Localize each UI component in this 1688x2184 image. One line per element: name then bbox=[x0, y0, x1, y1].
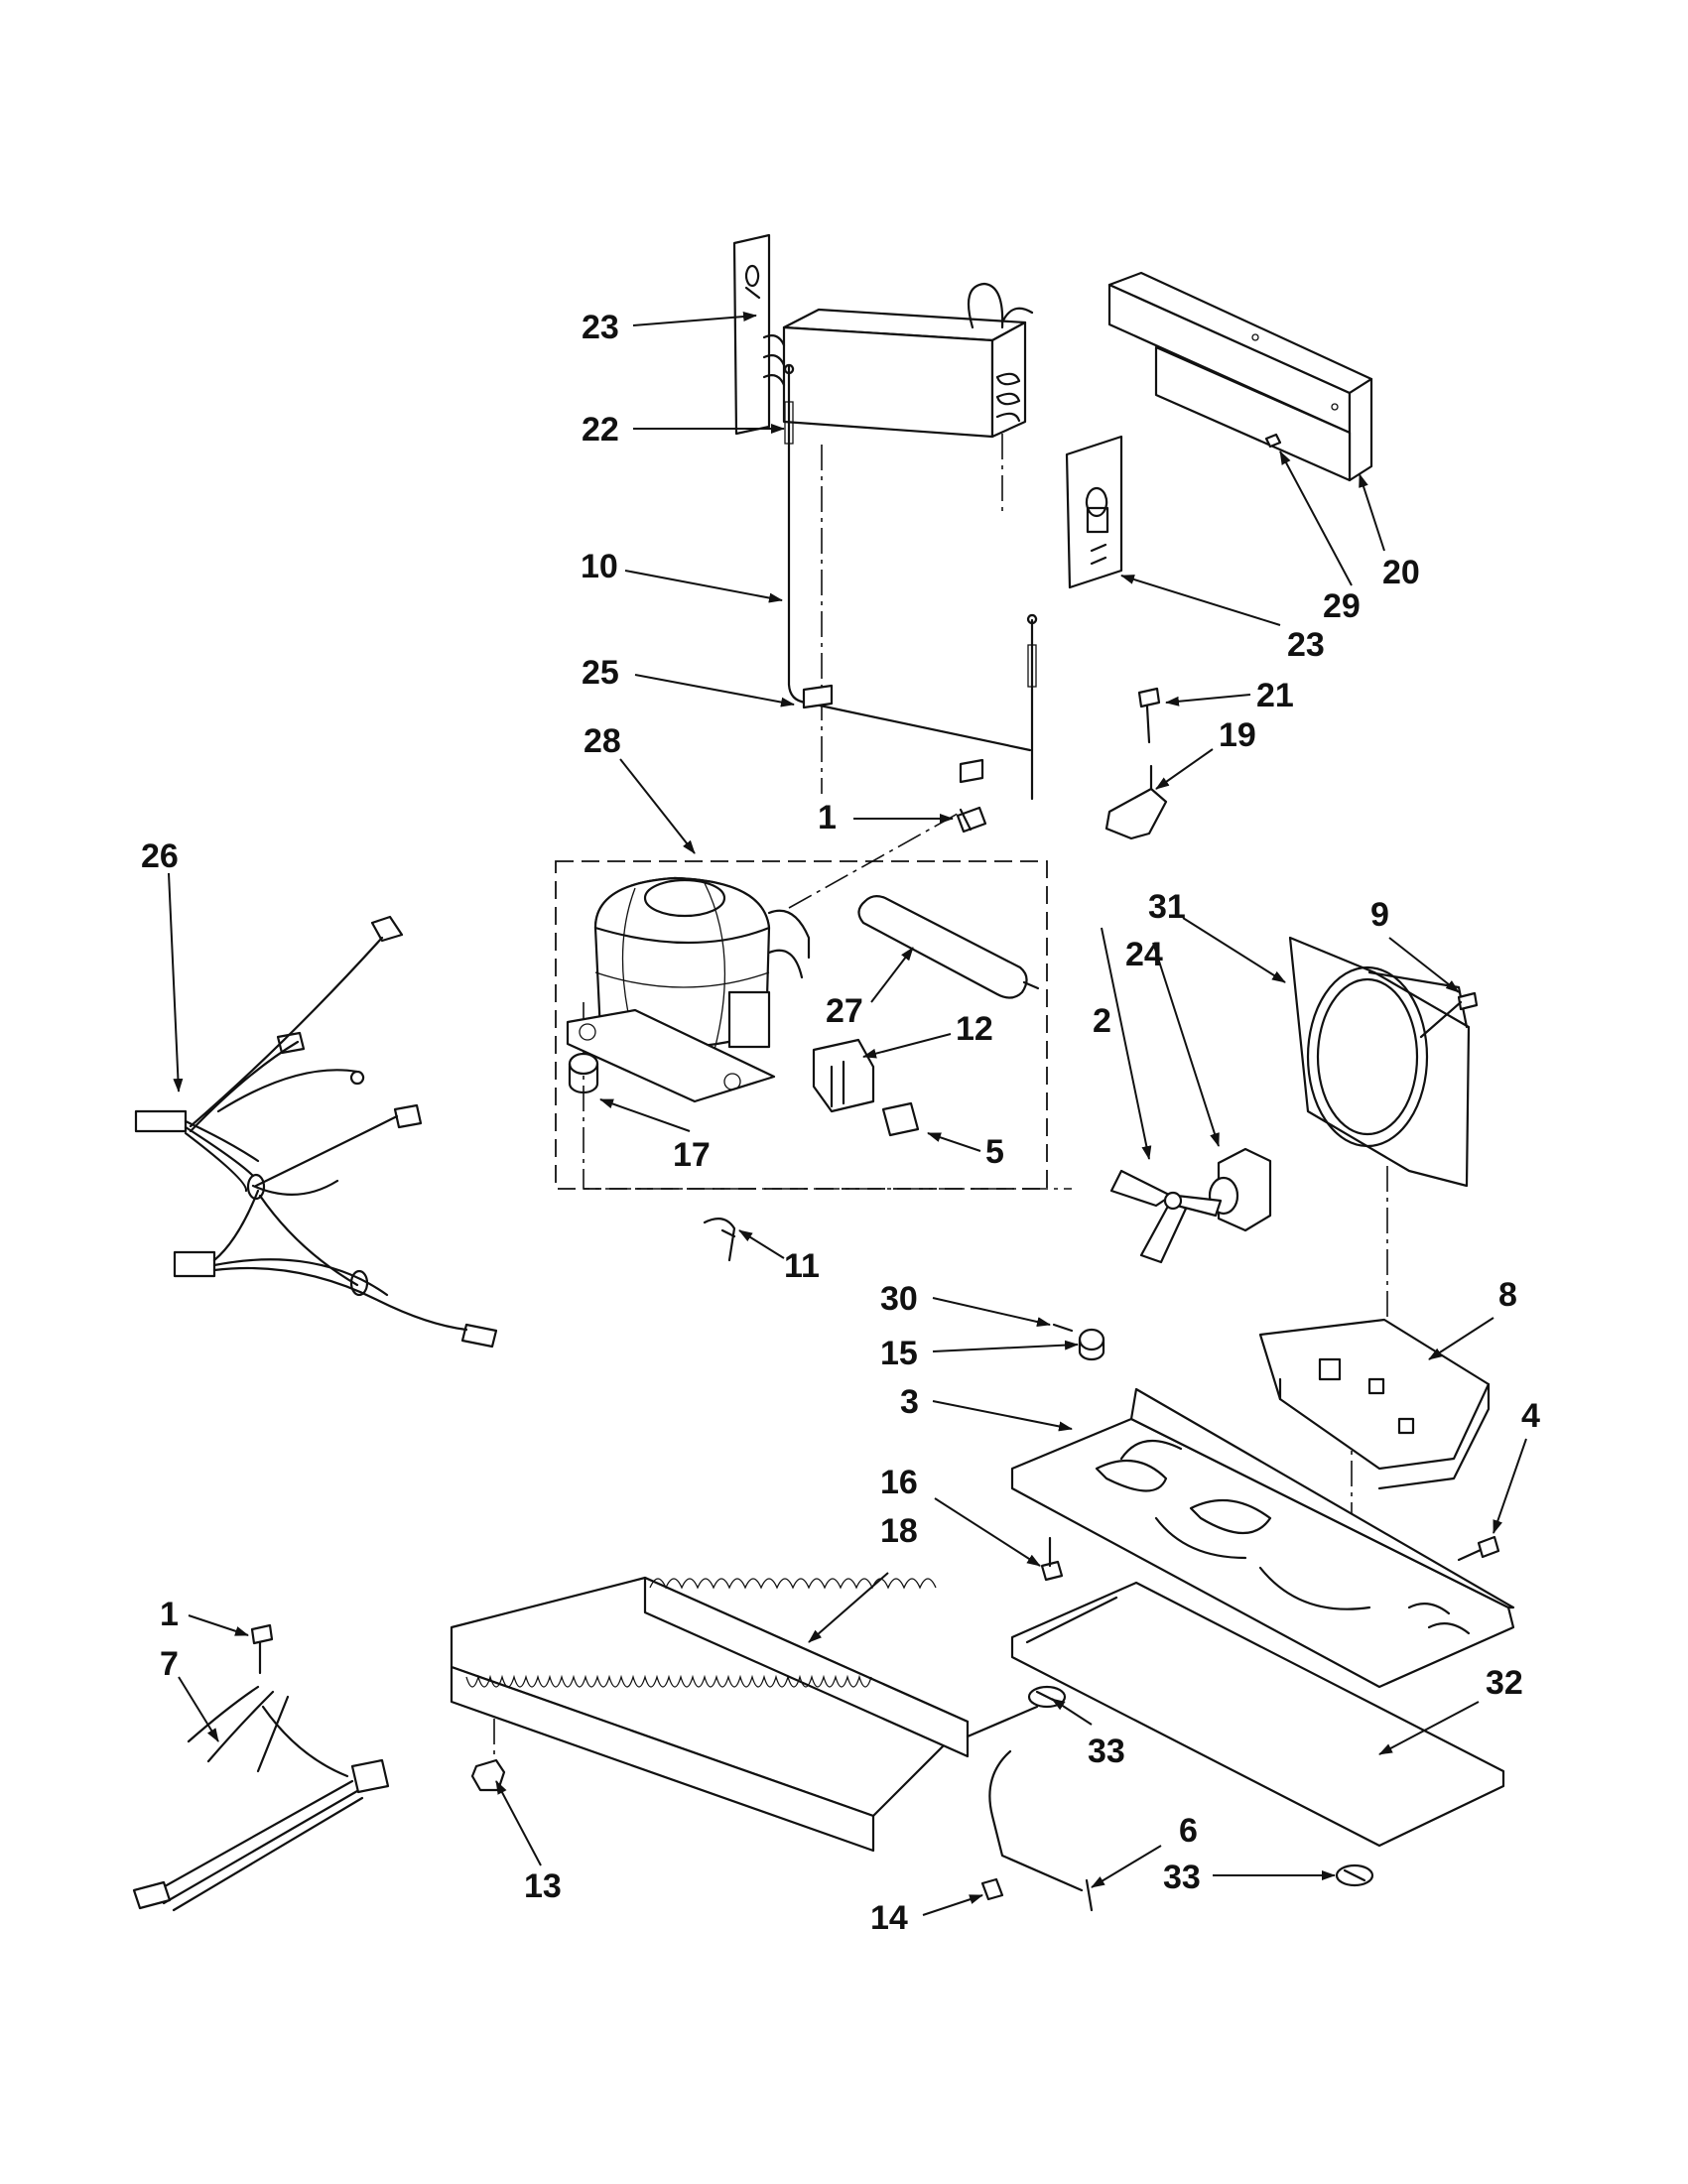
callout-28: 28 bbox=[584, 722, 621, 760]
part-21-screw bbox=[1137, 687, 1161, 744]
callout-4: 4 bbox=[1521, 1397, 1540, 1435]
part-31-fan-shroud bbox=[1288, 936, 1471, 1188]
part-4-screw bbox=[1457, 1535, 1500, 1562]
callout-29: 29 bbox=[1323, 587, 1361, 625]
part-20-evaporator-cover bbox=[1107, 271, 1373, 482]
callout-20: 20 bbox=[1382, 554, 1420, 591]
callout-33-lower: 33 bbox=[1163, 1859, 1201, 1896]
part-8-bracket-tray bbox=[1258, 1318, 1491, 1490]
part-11-clip bbox=[703, 1218, 736, 1262]
callout-23-left: 23 bbox=[582, 309, 619, 346]
part-15-grommet bbox=[1078, 1328, 1105, 1361]
part-22-evaporator bbox=[762, 282, 1034, 439]
part-28-compressor-assembly-box bbox=[555, 860, 1048, 1190]
part-17-grommet bbox=[568, 1052, 599, 1094]
callout-27: 27 bbox=[826, 992, 863, 1030]
callout-22: 22 bbox=[582, 411, 619, 449]
callout-30: 30 bbox=[880, 1280, 918, 1318]
callout-31: 31 bbox=[1148, 888, 1186, 926]
callout-23-right: 23 bbox=[1287, 626, 1325, 664]
part-29-screw bbox=[1264, 433, 1282, 449]
callout-33-upper: 33 bbox=[1088, 1733, 1125, 1770]
callout-8: 8 bbox=[1498, 1276, 1517, 1314]
callout-24: 24 bbox=[1125, 936, 1163, 973]
callout-17: 17 bbox=[673, 1136, 711, 1174]
part-28-compressor bbox=[566, 876, 811, 1103]
part-2-fan-blade bbox=[1109, 1169, 1223, 1264]
part-12-start-relay bbox=[812, 1038, 875, 1113]
part-1-screw-top bbox=[956, 806, 987, 834]
callout-5: 5 bbox=[985, 1133, 1004, 1171]
part-27-filter-drier bbox=[857, 894, 1040, 999]
callout-2: 2 bbox=[1093, 1002, 1111, 1040]
callout-1-bottom: 1 bbox=[160, 1596, 179, 1633]
callout-1-top: 1 bbox=[818, 799, 837, 836]
part-6-drain-tube bbox=[988, 1749, 1094, 1912]
part-18-condenser bbox=[450, 1576, 1039, 1853]
callout-13: 13 bbox=[524, 1867, 562, 1905]
part-23-evaporator-bracket-left bbox=[732, 233, 771, 436]
callout-21: 21 bbox=[1256, 677, 1294, 714]
part-25-heater-clip bbox=[802, 684, 984, 784]
callout-15: 15 bbox=[880, 1335, 918, 1372]
part-3-compressor-mounting-plate bbox=[1010, 1387, 1515, 1689]
callout-3: 3 bbox=[900, 1383, 919, 1421]
callout-12: 12 bbox=[956, 1010, 993, 1048]
callout-14: 14 bbox=[870, 1899, 908, 1937]
leader-lines bbox=[168, 312, 1527, 1916]
callout-10: 10 bbox=[581, 548, 618, 585]
part-33-foot-lower bbox=[1335, 1863, 1374, 1887]
callout-9: 9 bbox=[1370, 896, 1389, 934]
part-14-plug bbox=[980, 1877, 1004, 1901]
callout-11: 11 bbox=[784, 1247, 820, 1285]
part-30-pin bbox=[1052, 1323, 1074, 1333]
part-9-screw bbox=[1419, 991, 1479, 1039]
callout-numbers: 23 22 10 25 28 26 1 27 12 17 5 11 20 29 … bbox=[141, 309, 1540, 1937]
part-5-relay-cover bbox=[881, 1101, 920, 1137]
part-24-fan-motor bbox=[1208, 1147, 1272, 1232]
callout-6: 6 bbox=[1179, 1812, 1198, 1850]
part-7-wiring-harness bbox=[132, 1685, 390, 1912]
part-19-bracket bbox=[1104, 764, 1168, 840]
callout-32: 32 bbox=[1486, 1664, 1523, 1702]
callout-25: 25 bbox=[582, 654, 619, 692]
callout-26: 26 bbox=[141, 837, 179, 875]
callout-19: 19 bbox=[1219, 716, 1256, 754]
callout-18: 18 bbox=[880, 1512, 918, 1550]
part-26-wiring-harness bbox=[134, 915, 498, 1349]
callout-16: 16 bbox=[880, 1464, 918, 1501]
part-23-evaporator-bracket-right bbox=[1065, 435, 1123, 589]
part-1-screw-bottom bbox=[250, 1623, 274, 1675]
part-32-drain-pan bbox=[1010, 1581, 1505, 1848]
part-16-screw bbox=[1040, 1536, 1064, 1582]
callout-7: 7 bbox=[160, 1645, 179, 1683]
